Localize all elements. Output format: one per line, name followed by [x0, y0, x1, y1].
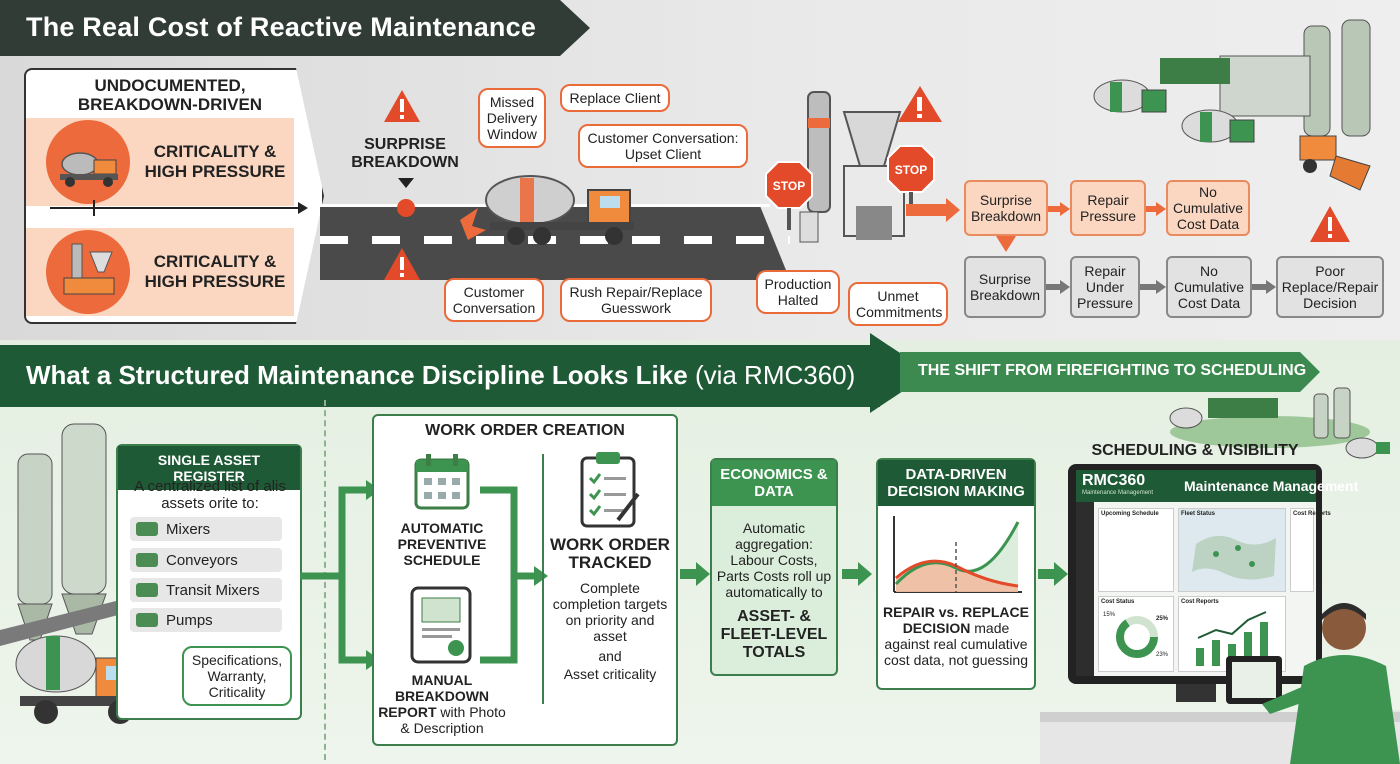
- flow-down-arrow: [996, 236, 1016, 252]
- work-order-divider: [542, 454, 544, 704]
- work-order-header: WORK ORDER CREATION: [425, 422, 625, 439]
- dashboard-sidebar: [1076, 502, 1094, 676]
- scheduling-header: SCHEDULING & VISIBILITY: [1091, 442, 1299, 459]
- decision-header: DATA-DRIVEN DECISION MAKING: [878, 460, 1034, 506]
- asset-item-pumps: Pumps: [130, 608, 282, 632]
- donut-chart-icon: [1116, 616, 1158, 658]
- brand-logo: RMC360: [1082, 472, 1146, 489]
- warning-icon: [384, 90, 420, 122]
- pct-a: 15%: [1103, 612, 1116, 618]
- branch-arrows: [300, 480, 380, 670]
- warning-icon: [1310, 206, 1350, 242]
- flow-gray-4: Poor Replace/Repair Decision: [1276, 256, 1384, 318]
- flow-gray-3: No Cumulative Cost Data: [1166, 256, 1252, 318]
- work-order-tracked-label: WORK ORDER TRACKED: [550, 535, 670, 572]
- asset-specs-bubble: Specifications, Warranty, Criticality: [182, 646, 292, 706]
- structured-title-banner: What a Structured Maintenance Discipline…: [0, 333, 930, 413]
- batching-plant-icon: [46, 230, 130, 314]
- conveyor-icon: [136, 553, 158, 567]
- bubble-customer-upset: Customer Conversation: Upset Client: [578, 124, 748, 168]
- road-lane-markings: [320, 236, 790, 244]
- asset-item-mixers: Mixers: [130, 517, 282, 541]
- flow-arrow: [1038, 562, 1068, 586]
- bar-chart-icon: [1196, 611, 1268, 666]
- flow-arrow: [1048, 202, 1070, 216]
- card-upcoming-schedule[interactable]: Upcoming Schedule: [1098, 508, 1174, 592]
- work-order-tracked-crit: Asset criticality: [563, 666, 657, 682]
- stop-text-1: STOP: [773, 179, 805, 193]
- stop-sign-icon: STOP: [887, 145, 935, 214]
- calendar-icon: [414, 454, 470, 510]
- clipboard-check-icon: [580, 452, 640, 528]
- flow-gray-2: Repair Under Pressure: [1070, 256, 1140, 318]
- pct-c: 23%: [1156, 652, 1169, 658]
- broken-mixer-truck-icon: [460, 175, 634, 245]
- reactive-title: The Real Cost of Reactive Maintenance: [26, 12, 537, 42]
- fleet-illustration: [1093, 19, 1371, 191]
- shift-banner: THE SHIFT FROM FIREFIGHTING TO SCHEDULIN…: [900, 352, 1320, 392]
- reactive-title-banner: The Real Cost of Reactive Maintenance: [0, 0, 590, 56]
- economics-header: ECONOMICS & DATA: [712, 460, 836, 506]
- bubble-replace-client: Replace Client: [560, 84, 670, 112]
- criticality-label-2: CRITICALITY & HIGH PRESSURE: [144, 252, 286, 291]
- mixer-truck-icon: [46, 120, 130, 204]
- flow-arrow: [842, 562, 872, 586]
- shift-text: THE SHIFT FROM FIREFIGHTING TO SCHEDULIN…: [918, 362, 1307, 379]
- decision-text: REPAIR vs. REPLACE DECISION made against…: [883, 604, 1029, 668]
- pct-b: 25%: [1156, 616, 1169, 622]
- automatic-schedule-label: AUTOMATIC PREVENTIVE SCHEDULE: [397, 520, 487, 568]
- transit-mixer-icon: [136, 583, 158, 597]
- criticality-label-1: CRITICALITY & HIGH PRESSURE: [144, 142, 286, 181]
- tablet-report-icon: [410, 586, 472, 664]
- asset-register-header: SINGLE ASSET REGISTER: [118, 446, 300, 490]
- timeline-arrow: [50, 200, 308, 216]
- section-divider: [324, 400, 326, 760]
- stop-sign-icon: STOP: [765, 161, 813, 230]
- bubble-production-halted: Production Halted: [756, 270, 840, 314]
- surprise-breakdown-label: SURPRISE BREAKDOWN: [351, 136, 459, 171]
- manual-report-label: MANUAL BREAKDOWN REPORT with Photo & Des…: [378, 672, 506, 736]
- economics-desc: Automatic aggregation: Labour Costs, Par…: [716, 520, 832, 600]
- cost-crossover-chart: [893, 516, 1022, 593]
- monitor-stand: [1176, 684, 1216, 702]
- dashboard-app-title: Maintenance Management: [1184, 478, 1359, 494]
- card-cost-status[interactable]: Cost Status: [1098, 596, 1174, 672]
- warning-icon: [384, 248, 420, 280]
- work-order-tracked-and: and: [598, 648, 622, 664]
- flow-arrow: [1146, 202, 1166, 216]
- undocumented-title: UNDOCUMENTED, BREAKDOWN-DRIVEN: [77, 76, 263, 114]
- bubble-customer-conversation: Customer Conversation: [444, 278, 544, 322]
- breakdown-marker: [397, 178, 415, 217]
- pump-icon: [136, 613, 158, 627]
- asset-item-transit-mixers: Transit Mixers: [130, 578, 282, 602]
- asset-item-conveyors: Conveyors: [130, 548, 282, 572]
- flow-arrow: [1252, 280, 1276, 294]
- asset-register-intro: A centralized list of alis assets orite …: [134, 478, 286, 512]
- mixer-icon: [136, 522, 158, 536]
- bubble-rush-repair: Rush Repair/Replace Guesswork: [560, 278, 712, 322]
- economics-totals: ASSET- & FLEET-LEVEL TOTALS: [720, 608, 828, 661]
- flow-arrow: [1046, 280, 1070, 294]
- flow-arrow: [680, 562, 710, 586]
- brand-subtitle: Maintenance Management: [1082, 490, 1154, 496]
- flow-orange-1: Surprise Breakdown: [964, 180, 1048, 236]
- merge-arrows: [480, 486, 548, 664]
- flow-orange-2: Repair Pressure: [1070, 180, 1146, 236]
- stop-text-2: STOP: [895, 163, 927, 177]
- flow-orange-3: No Cumulative Cost Data: [1166, 180, 1250, 236]
- work-order-tracked-desc: Complete completion targets on priority …: [552, 580, 668, 644]
- flow-arrow: [1140, 280, 1166, 294]
- card-cost-reports-top[interactable]: Cost Reports: [1290, 508, 1331, 592]
- structured-title: What a Structured Maintenance Discipline…: [26, 360, 856, 390]
- bubble-missed-delivery: Missed Delivery Window: [478, 88, 546, 148]
- flow-gray-1: Surprise Breakdown: [964, 256, 1046, 318]
- map-icon: [1192, 535, 1276, 580]
- dashboard-topbar: [1076, 470, 1316, 502]
- halted-plant-icon: [799, 86, 942, 243]
- bubble-unmet-commitments: Unmet Commitments: [848, 282, 948, 326]
- person-at-desk-illustration: [1040, 603, 1400, 764]
- flow-entry-arrow: [906, 198, 960, 222]
- fleet-illustration-small: [1169, 387, 1390, 459]
